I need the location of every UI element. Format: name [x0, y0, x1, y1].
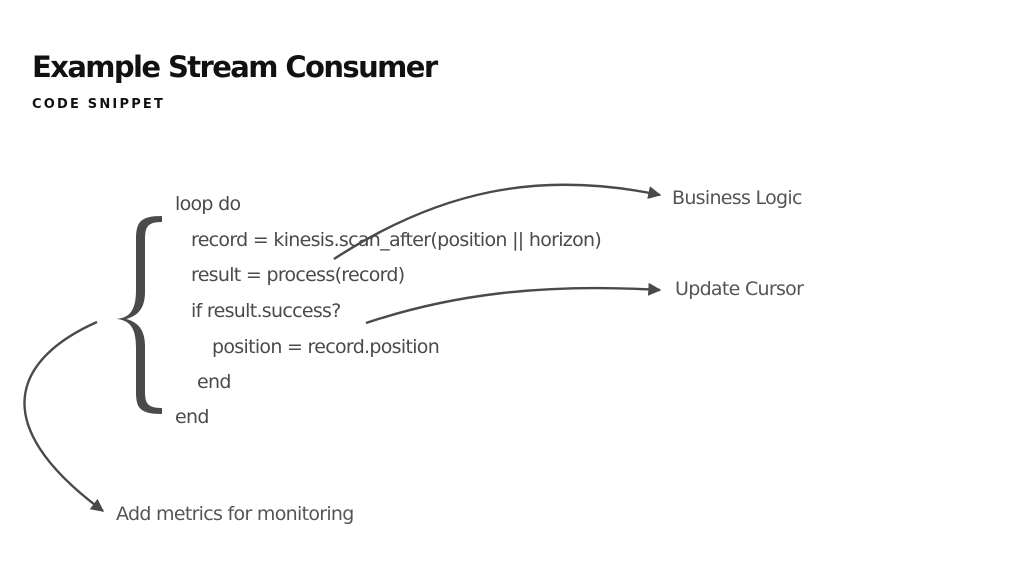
code-line-position-assign: position = record.position [212, 336, 440, 358]
slide-subtitle: CODE SNIPPET [32, 97, 166, 112]
arrow-update-cursor [365, 282, 662, 325]
code-line-if-success: if result.success? [191, 300, 341, 322]
annotation-add-metrics: Add metrics for monitoring [116, 503, 354, 525]
code-line-end-if: end [197, 371, 231, 393]
code-line-record-scan: record = kinesis.scan_after(position || … [191, 229, 602, 251]
annotation-update-cursor: Update Cursor [675, 278, 804, 300]
annotation-business-logic: Business Logic [672, 187, 802, 209]
code-line-end-loop: end [175, 406, 209, 428]
arrow-add-metrics [23, 320, 105, 512]
slide-title: Example Stream Consumer [32, 50, 438, 84]
code-line-loop-do: loop do [175, 193, 241, 215]
code-line-result-process: result = process(record) [191, 264, 405, 286]
arrow-business-logic [333, 183, 662, 261]
curly-brace [116, 216, 162, 414]
